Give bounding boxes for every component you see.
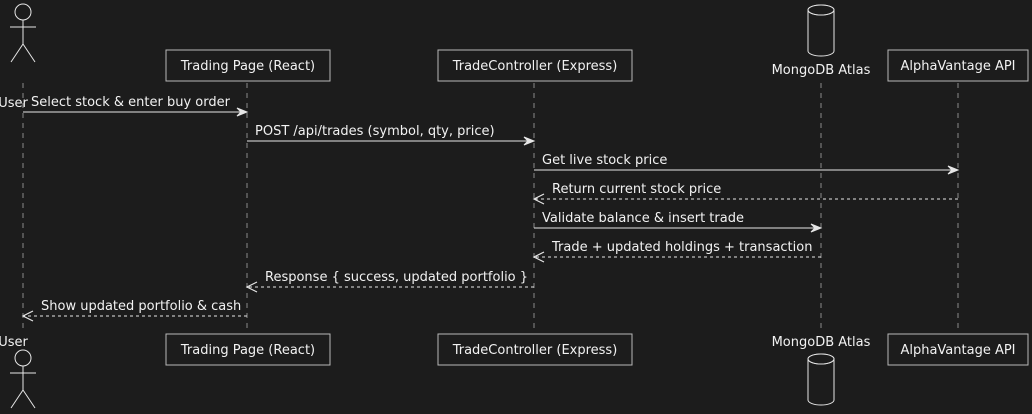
- participant-box: [437, 49, 633, 82]
- message-3: Get live stock price: [534, 153, 960, 175]
- participants-top: User Trading Page (React) TradeController …: [0, 3, 1029, 111]
- arrow-head-icon: [947, 165, 960, 175]
- participant-label: Trading Page (React): [180, 59, 315, 74]
- participant-label: Trading Page (React): [180, 343, 315, 358]
- arrow-head-icon: [532, 251, 545, 263]
- message-1: Select stock & enter buy order: [23, 95, 249, 117]
- participant-box: [165, 333, 331, 366]
- participant-alphavantage-bottom: AlphaVantage API: [887, 333, 1029, 366]
- message-label: Validate balance & insert trade: [542, 211, 744, 226]
- arrow-head-icon: [810, 223, 823, 233]
- participant-label: AlphaVantage API: [900, 343, 1015, 358]
- participant-trade_controller-top: TradeController (Express): [437, 49, 633, 82]
- database-icon: [807, 353, 835, 406]
- participant-trade_controller-bottom: TradeController (Express): [437, 333, 633, 366]
- actor-icon: [10, 349, 36, 409]
- participant-box: [165, 49, 331, 82]
- participant-alphavantage-top: AlphaVantage API: [887, 49, 1029, 82]
- message-7: Response { success, updated portfolio }: [245, 270, 534, 293]
- participant-box: [887, 333, 1029, 366]
- participant-trading_page-bottom: Trading Page (React): [165, 333, 331, 366]
- participant-label: MongoDB Atlas: [772, 63, 871, 78]
- participant-mongodb-bottom: MongoDB Atlas: [772, 335, 871, 406]
- participant-label: TradeController (Express): [452, 59, 618, 74]
- arrow-head-icon: [523, 136, 536, 146]
- message-label: POST /api/trades (symbol, qty, price): [255, 124, 495, 139]
- message-label: Get live stock price: [542, 153, 667, 168]
- message-label: Show updated portfolio & cash: [41, 299, 241, 314]
- arrow-head-icon: [21, 310, 34, 322]
- message-label: Return current stock price: [552, 182, 721, 197]
- message-label: Select stock & enter buy order: [31, 95, 231, 110]
- participant-mongodb-top: MongoDB Atlas: [772, 4, 871, 78]
- participant-user-bottom: User: [0, 335, 36, 409]
- arrow-head-icon: [236, 107, 249, 117]
- participant-label: MongoDB Atlas: [772, 335, 871, 350]
- participant-box: [437, 333, 633, 366]
- participant-label: TradeController (Express): [452, 343, 618, 358]
- participant-trading_page-top: Trading Page (React): [165, 49, 331, 82]
- message-6: Trade + updated holdings + transaction: [532, 240, 821, 263]
- actor-icon: [10, 3, 36, 63]
- participant-label: User: [0, 335, 28, 350]
- lifelines: [22, 83, 959, 333]
- message-4: Return current stock price: [532, 182, 958, 205]
- participant-box: [887, 49, 1029, 82]
- message-2: POST /api/trades (symbol, qty, price): [247, 124, 536, 146]
- arrow-head-icon: [245, 281, 258, 293]
- message-5: Validate balance & insert trade: [534, 211, 823, 233]
- participant-label: User: [0, 96, 28, 111]
- message-8: Show updated portfolio & cash: [21, 299, 247, 322]
- participant-user-top: User: [0, 3, 36, 111]
- database-icon: [807, 4, 835, 57]
- participant-label: AlphaVantage API: [900, 59, 1015, 74]
- message-label: Trade + updated holdings + transaction: [551, 240, 812, 255]
- arrow-head-icon: [532, 193, 545, 205]
- message-label: Response { success, updated portfolio }: [265, 270, 528, 285]
